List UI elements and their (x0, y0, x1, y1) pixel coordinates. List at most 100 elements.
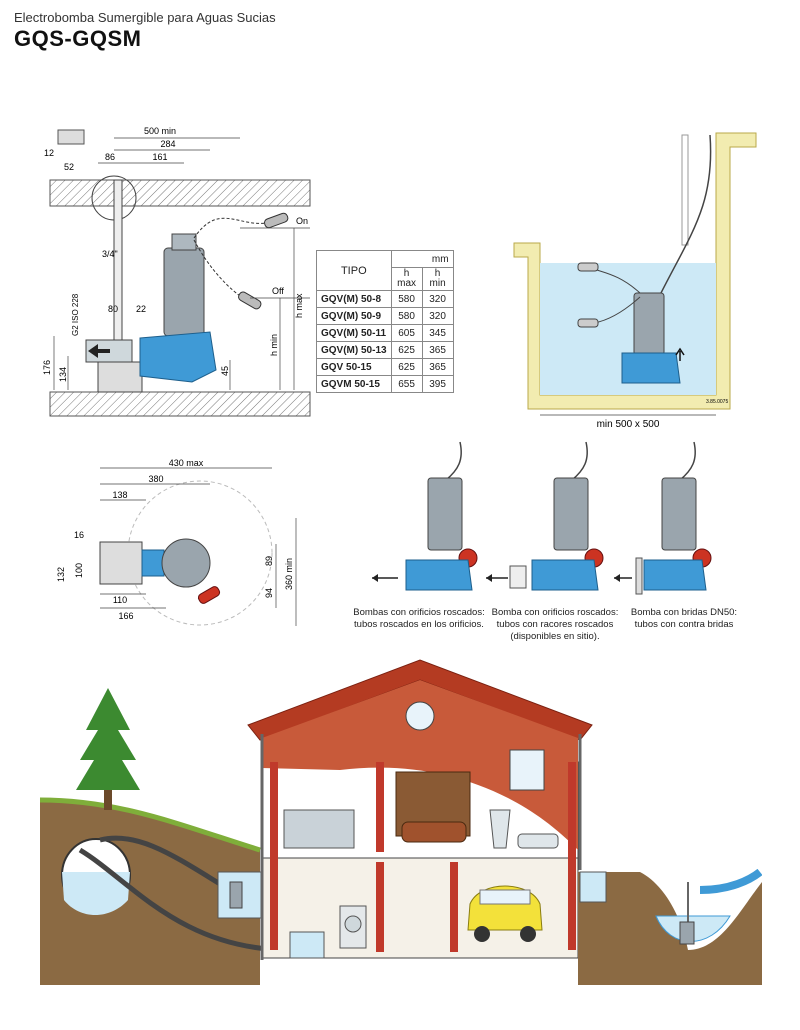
tank-flow-arrow (675, 347, 685, 361)
tank-pump-volute (621, 352, 681, 384)
brick-column-center (376, 762, 384, 852)
dim-100: 100 (74, 563, 84, 578)
float-switch-off (238, 291, 262, 310)
dim-360-min: 360 min (284, 558, 294, 590)
floor-slab (49, 391, 311, 417)
brick-column-left (270, 762, 278, 950)
float-cable-off (193, 239, 247, 301)
dim-22: 22 (136, 304, 146, 314)
dim-h-max: h max (294, 293, 304, 318)
dim-3-4-inch: 3/4" (102, 249, 118, 259)
basement-sump (289, 931, 325, 959)
grass-left (40, 797, 261, 853)
float-cable-on (193, 217, 273, 239)
washbasin (489, 809, 511, 849)
dim-12: 12 (44, 148, 54, 158)
kitchen-cabinets (283, 809, 355, 849)
dim-80: 80 (108, 304, 118, 314)
top-view-base (99, 541, 143, 585)
bed (401, 821, 467, 843)
float-off-label: Off (272, 286, 284, 296)
brick-column-garage (450, 862, 458, 952)
dim-134: 134 (58, 367, 68, 382)
top-view-pump (161, 538, 211, 588)
table-header-tipo: TIPO (316, 250, 392, 291)
guide-rail (113, 179, 123, 341)
tree-trunk (104, 780, 112, 810)
dim-176: 176 (42, 360, 52, 375)
top-view-float (197, 586, 221, 604)
document-subtitle: Electrobomba Sumergible para Aguas Sucia… (14, 10, 276, 25)
dim-132: 132 (56, 567, 66, 582)
dim-h-min: h min (269, 334, 279, 356)
dim-166: 166 (118, 611, 133, 621)
dim-94: 94 (264, 588, 274, 598)
table-header-mm: mm (390, 250, 454, 268)
dim-284: 284 (160, 139, 175, 149)
installation-side-view-diagram: 500 min 284 86 161 12 52 3/4" 80 22 G2 I… (42, 126, 311, 417)
pump-handle (171, 233, 197, 251)
tank-pump-motor (633, 292, 665, 356)
drain-pipe-lower (78, 847, 291, 953)
float-on-label: On (296, 216, 308, 226)
dim-110: 110 (113, 595, 127, 605)
pine-tree (76, 688, 140, 790)
dim-89: 89 (264, 556, 274, 566)
attic-wall (262, 680, 578, 850)
pump-volute (139, 331, 217, 383)
dim-380: 380 (148, 474, 163, 484)
right-sump (579, 871, 607, 903)
connection-caption-1: Bombas con orificios roscados:tubos rosc… (353, 607, 485, 630)
septic-water (62, 872, 130, 915)
brick-column-basement (376, 862, 384, 952)
dim-52: 52 (64, 162, 74, 172)
well-pump (679, 921, 695, 945)
connection-caption-3: Bomba con bridas DN50:tubos con contra b… (630, 607, 738, 630)
top-view-outlet (141, 549, 165, 577)
pump-motor (163, 247, 205, 337)
tank-min-size: min 500 x 500 (597, 419, 660, 430)
connection-types-illustration (372, 441, 712, 595)
dim-16: 16 (74, 530, 84, 540)
tank-float-bottom (577, 318, 599, 328)
dim-138: 138 (112, 490, 127, 500)
discharge-riser (681, 134, 689, 246)
tank-float-top (577, 262, 599, 272)
dim-g2-iso-228: G2 ISO 228 (71, 293, 80, 336)
connection-caption-2: Bomba con orificios roscados:tubos con r… (491, 607, 619, 642)
float-switch-on (263, 212, 289, 229)
document-title: GQS-GQSM (14, 26, 142, 51)
bathtub (517, 833, 559, 849)
bathroom-window (509, 749, 545, 791)
round-window (405, 701, 435, 731)
brick-column-right (568, 762, 576, 950)
tank-installation-diagram: min 500 x 500 3.85.0075 (513, 132, 757, 430)
top-view-diagram: 430 max 380 138 16 132 100 110 166 89 94… (56, 458, 297, 626)
discharge-hose (699, 868, 762, 894)
dim-161: 161 (152, 152, 167, 162)
tank-code: 3.85.0075 (706, 399, 728, 405)
pump-base (97, 361, 143, 393)
connection-threaded-fitting (486, 441, 604, 591)
left-sump-pump (229, 881, 243, 909)
connection-flanged (614, 441, 712, 595)
house-application-illustration (40, 659, 762, 985)
dim-45: 45 (220, 366, 230, 376)
flow-arrow (88, 344, 98, 358)
connection-threaded-pipe (372, 441, 478, 591)
dim-86: 86 (105, 152, 115, 162)
guide-bracket (57, 129, 85, 145)
ceiling-slab (49, 179, 311, 207)
washing-machine (339, 905, 367, 949)
dim-500-min: 500 min (144, 126, 176, 136)
drain-pipe-upper (99, 835, 232, 893)
